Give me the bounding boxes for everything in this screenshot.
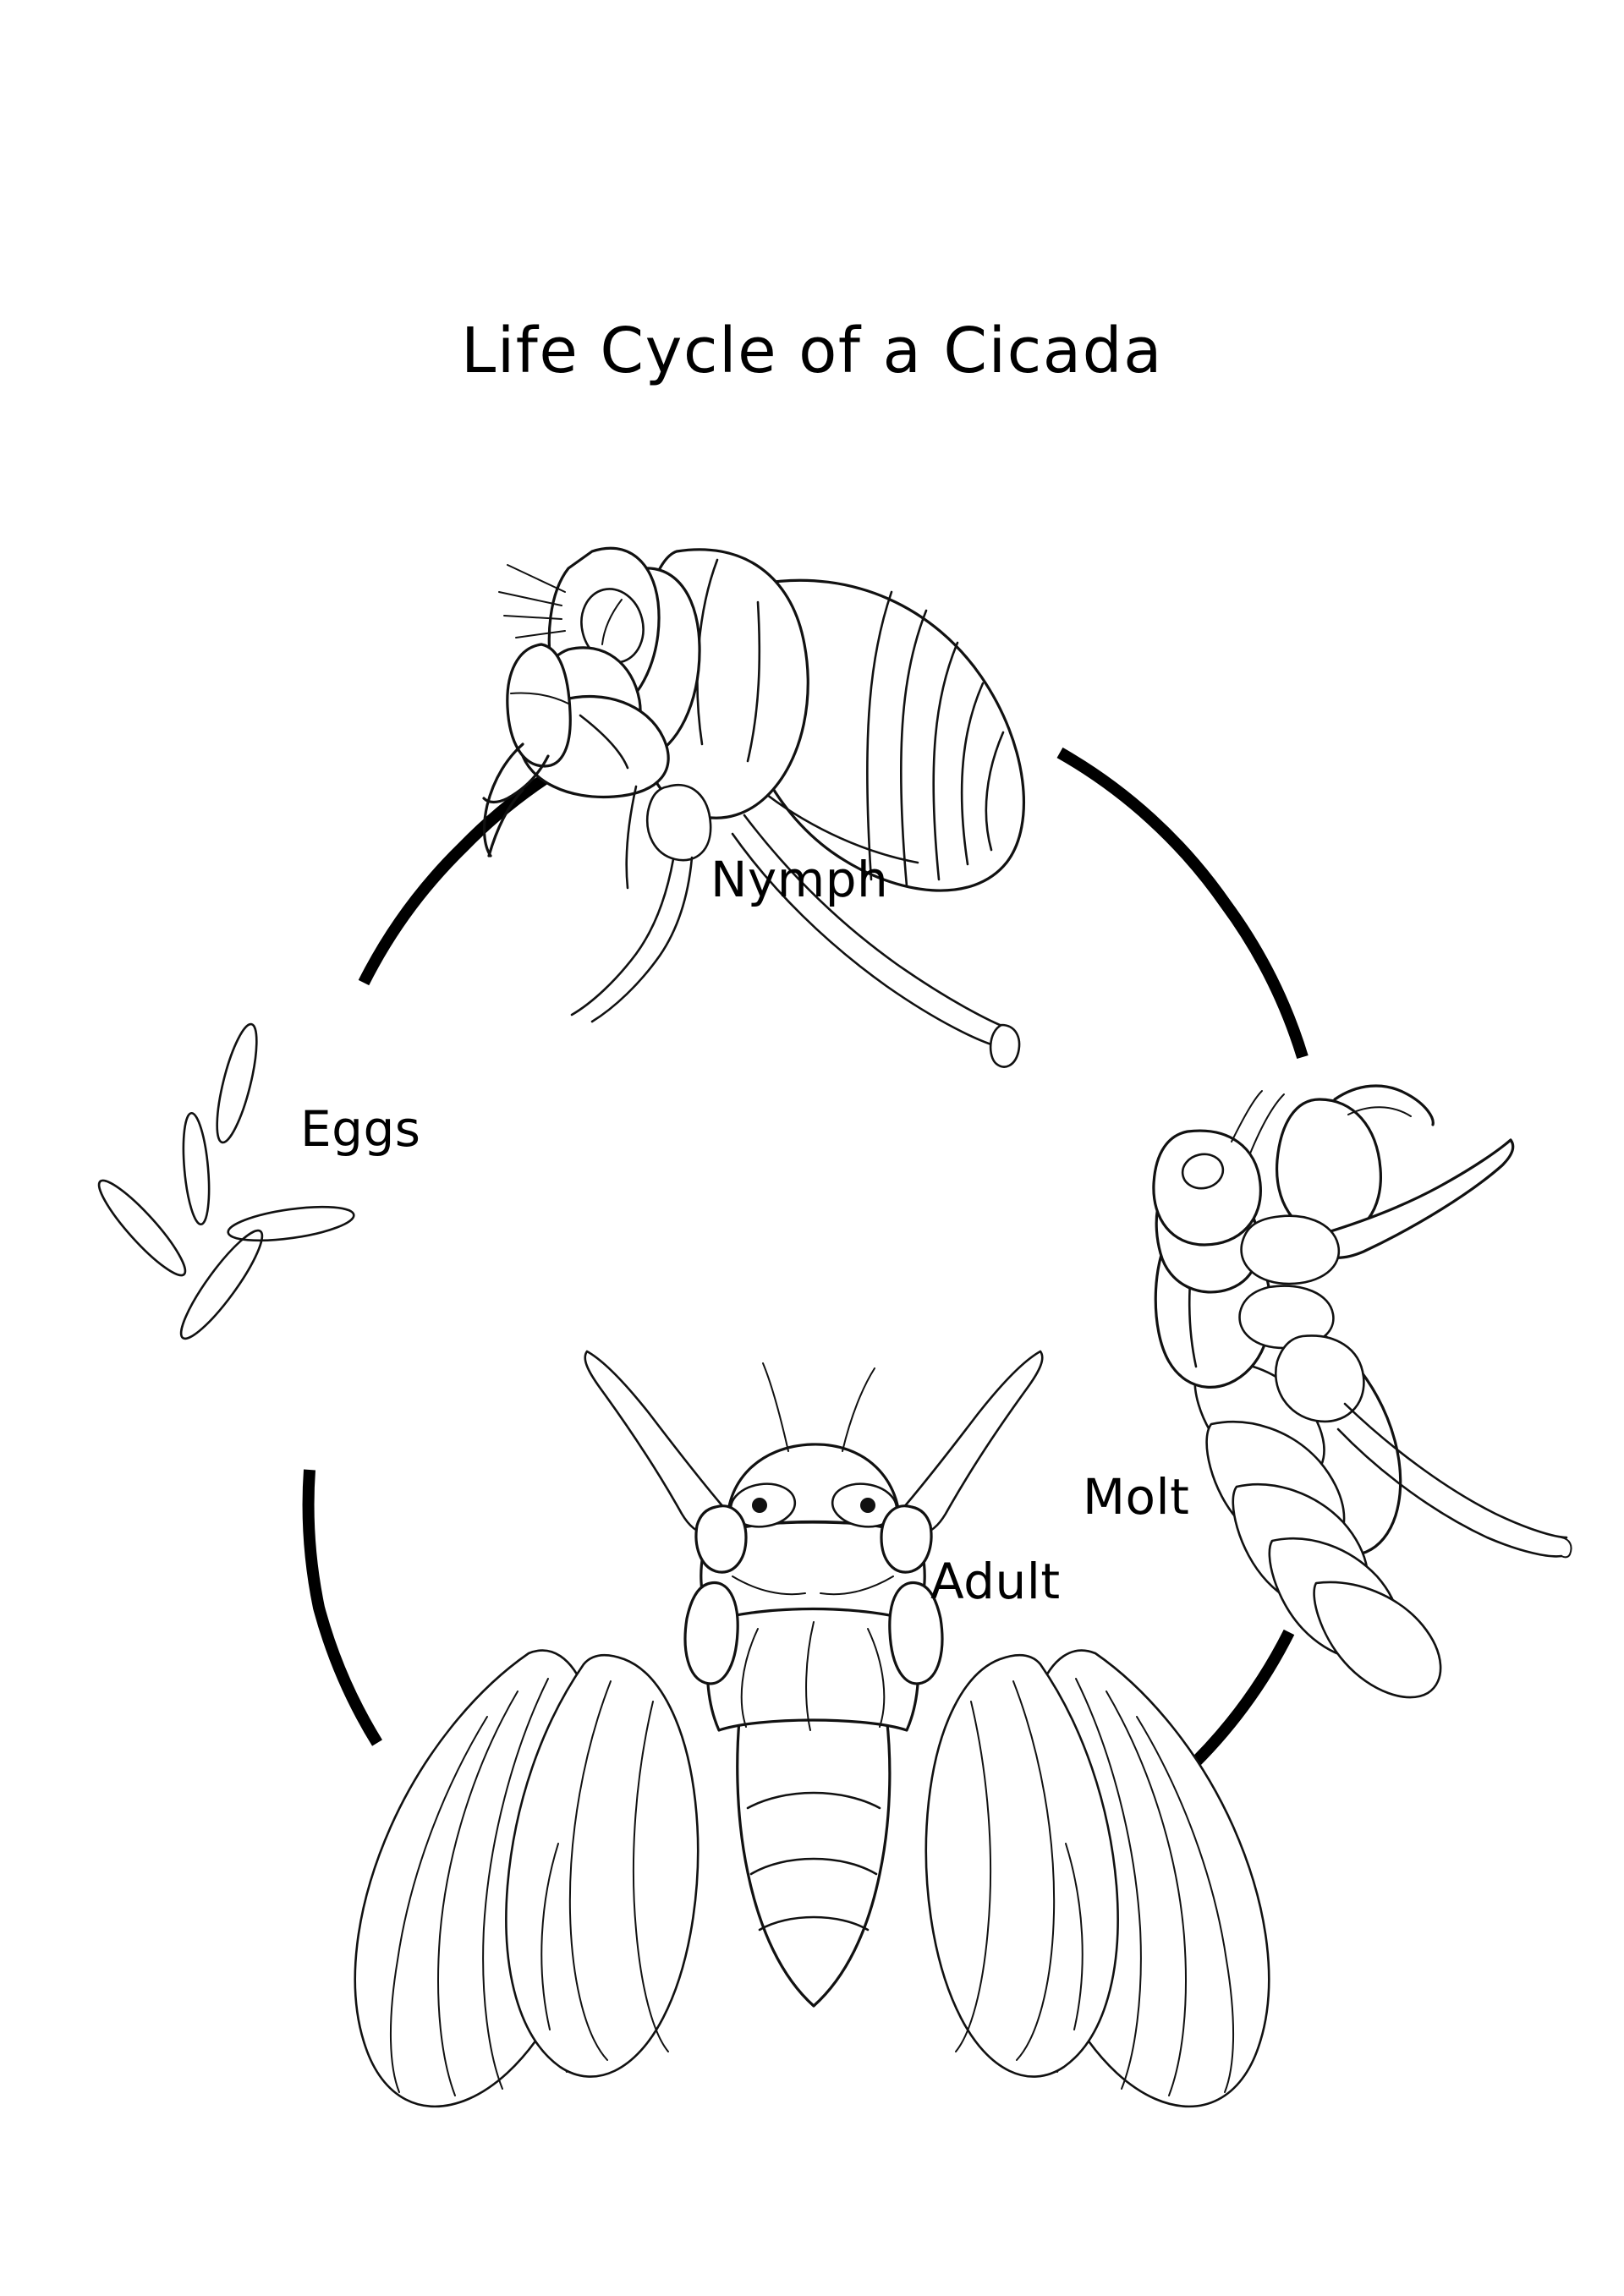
- nymph-foreleg-claw-tip: [487, 788, 524, 858]
- nymph-abdomen-seg-2: [899, 609, 928, 888]
- nymph-illustration: Nymph: [482, 546, 1025, 1068]
- molt-hindleg-upper: [1343, 1402, 1568, 1539]
- nymph-eye-highlight: [601, 599, 623, 645]
- nymph-antenna-4: [515, 630, 566, 638]
- molt-eye: [1181, 1153, 1225, 1190]
- nymph-abdomen-seg-5: [985, 731, 1005, 852]
- arc-nymph-to-molt: [1056, 747, 1309, 1060]
- adult-left-forewing-vein-2: [437, 1690, 518, 2096]
- molt-hindleg-lower: [1336, 1427, 1563, 1558]
- stage-label-molt: Molt: [1083, 1468, 1189, 1526]
- adult-thorax-left-curve: [740, 1628, 759, 1728]
- egg-3: [97, 1179, 187, 1277]
- molt-tarsus-spine: [1316, 1138, 1515, 1259]
- adult-left-pupil: [752, 1498, 767, 1513]
- nymph-hindleg-upper-1: [743, 814, 1010, 1030]
- nymph-foreleg-claw-inner: [482, 754, 550, 804]
- adult-right-curved-appendage: [897, 1350, 1044, 1534]
- adult-right-forewing-vein-4: [1136, 1716, 1235, 2093]
- adult-right-hindwing: [924, 1653, 1119, 2078]
- nymph-antenna-1: [507, 564, 566, 593]
- adult-left-hindwing: [505, 1653, 700, 2078]
- nymph-abdomen-seg-1: [865, 590, 893, 881]
- adult-left-midleg: [683, 1581, 739, 1685]
- nymph-midleg-coxa: [645, 784, 712, 862]
- adult-abdomen-seg-3: [758, 1915, 870, 1932]
- nymph-foreleg-femur: [506, 643, 572, 768]
- molt-midleg-3: [1275, 1334, 1365, 1423]
- page-title: Life Cycle of a Cicada: [461, 315, 1163, 387]
- adult-right-pupil: [860, 1498, 875, 1513]
- nymph-foreleg-joint: [510, 692, 569, 704]
- stage-label-adult: Adult: [930, 1553, 1061, 1610]
- egg-2: [182, 1111, 211, 1226]
- nymph-labrum-crease: [579, 714, 629, 770]
- adult-right-hindwing-vein-1: [1012, 1680, 1056, 2061]
- adult-antenna-inner-right: [842, 1367, 875, 1452]
- stage-label-eggs: Eggs: [300, 1100, 421, 1158]
- eggs-illustration: Eggs: [97, 1022, 421, 1340]
- nymph-midleg-femur: [570, 858, 675, 1016]
- adult-left-forewing-vein-1: [482, 1678, 549, 2090]
- nymph-abdomen-seg-4: [960, 682, 985, 866]
- nymph-antenna-3: [503, 615, 562, 620]
- adult-illustration: Adult: [354, 1350, 1270, 2107]
- adult-right-forewing-vein-1: [1075, 1678, 1142, 2090]
- adult-pronotum-smile-right: [820, 1575, 894, 1596]
- nymph-hindleg-foot: [989, 1023, 1021, 1068]
- adult-left-hindwing-edge: [540, 1843, 559, 2030]
- nymph-antenna-2: [498, 591, 562, 606]
- molt-foreleg-claw: [1333, 1084, 1435, 1126]
- adult-left-foreleg: [694, 1504, 748, 1574]
- adult-thorax-right-curve: [867, 1628, 886, 1728]
- adult-abdomen-seg-2: [749, 1857, 878, 1876]
- egg-4: [227, 1205, 355, 1242]
- adult-left-curved-appendage: [584, 1350, 731, 1534]
- molt-midleg-1: [1240, 1214, 1341, 1285]
- adult-abdomen-seg-1: [746, 1791, 881, 1810]
- molt-antenna-2: [1249, 1093, 1285, 1154]
- adult-pronotum-smile-left: [732, 1575, 806, 1596]
- adult-right-midleg: [888, 1581, 944, 1685]
- molt-antenna-1: [1231, 1090, 1263, 1143]
- nymph-leg-stub: [625, 785, 638, 890]
- adult-right-hindwing-edge: [1065, 1843, 1084, 2030]
- adult-right-forewing-vein-2: [1106, 1690, 1187, 2096]
- nymph-abdomen-seg-3: [932, 641, 959, 881]
- nymph-hindleg-upper-2: [731, 832, 1001, 1049]
- nymph-foreleg-claw-outer: [482, 743, 524, 858]
- adult-left-forewing-vein-4: [389, 1716, 488, 2093]
- molt-abdomen-tail: [1313, 1581, 1442, 1699]
- adult-left-hindwing-vein-1: [568, 1680, 612, 2061]
- adult-right-hindwing-vein-2: [955, 1701, 992, 2052]
- molt-foreleg-claw-inner: [1347, 1106, 1412, 1117]
- molt-illustration: Molt: [1083, 1084, 1572, 1699]
- egg-1: [216, 1022, 258, 1144]
- stage-label-nymph: Nymph: [710, 851, 888, 908]
- nymph-midleg-tibia: [590, 856, 694, 1023]
- adult-left-hindwing-vein-2: [632, 1701, 669, 2052]
- egg-5: [179, 1229, 264, 1340]
- adult-abdomen: [736, 1684, 892, 2008]
- molt-hindleg-tarsus: [1561, 1537, 1572, 1559]
- nymph-thorax-shade: [746, 600, 761, 763]
- adult-right-foreleg: [880, 1504, 933, 1574]
- arc-adult-to-eggs: [302, 1469, 382, 1746]
- adult-thorax-midline: [805, 1621, 815, 1731]
- adult-antenna-inner-left: [762, 1362, 789, 1452]
- arc-eggs-to-nymph: [358, 753, 581, 986]
